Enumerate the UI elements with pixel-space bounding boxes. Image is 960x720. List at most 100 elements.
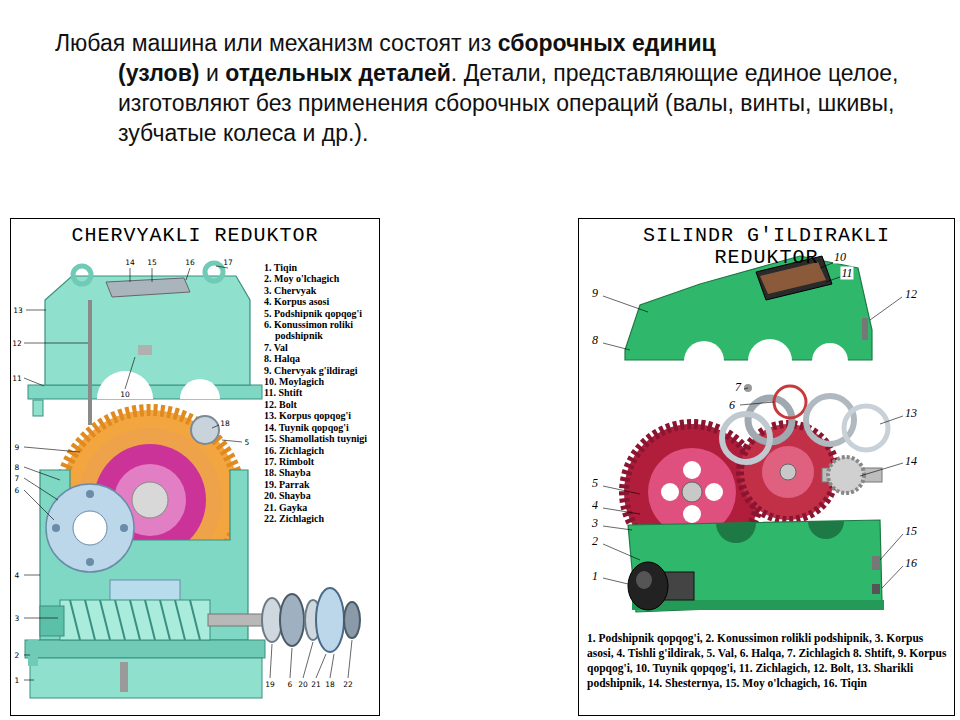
worm-reducer-cover	[97, 371, 153, 399]
parts-list-item: 4. Korpus asosi	[264, 296, 376, 307]
worm-bearings	[280, 594, 304, 646]
callout-number: 15	[904, 525, 918, 538]
callout-number: 8	[591, 334, 599, 347]
gear-reducer-cover	[625, 256, 872, 361]
parts-list-item: 10. Moylagich	[264, 376, 376, 387]
leader-lines	[212, 425, 219, 428]
gears	[683, 461, 701, 479]
gears	[828, 457, 864, 493]
bearings	[744, 384, 752, 392]
callout-number: 4	[591, 499, 599, 512]
callout-number: 11	[840, 267, 853, 280]
worm-reducer-base	[120, 524, 128, 532]
parts-list-item: 16. Zichlagich	[264, 445, 376, 456]
leader-lines	[290, 648, 292, 678]
worm-reducer-cover	[180, 379, 220, 399]
callout-number: 10	[120, 390, 130, 399]
worm-reducer-base	[52, 524, 60, 532]
callout-number: 22	[343, 680, 353, 689]
leader-lines	[603, 343, 630, 350]
bearings	[722, 414, 770, 462]
callout-number: 20	[298, 680, 308, 689]
callout-number: 18	[220, 419, 230, 428]
worm-reducer-cover	[205, 263, 223, 281]
leader-lines	[603, 526, 632, 530]
callout-number: 13	[904, 407, 918, 420]
parts-list-item: 20. Shayba	[264, 490, 376, 501]
callout-number: 16	[904, 557, 918, 570]
reducer-panel: CHERVYAKLI REDUKTOR	[10, 218, 380, 716]
gear-reducer-base	[628, 562, 668, 610]
parts-list-item: 7. Val	[264, 342, 376, 353]
leader-lines	[603, 262, 903, 588]
leader-lines	[125, 357, 135, 389]
callout-number: 2	[591, 535, 599, 548]
gears	[661, 483, 679, 501]
gear-reducer-base	[808, 521, 844, 539]
intro-text: отдельных деталей	[225, 60, 451, 86]
callout-number: 6	[288, 680, 293, 689]
parts-list-item: 22. Zichlagich	[264, 513, 376, 524]
worm-reducer-base	[30, 658, 262, 698]
gears	[682, 482, 702, 502]
worm-reducer-cover	[88, 300, 92, 425]
callout-number: 18	[325, 680, 335, 689]
leader-lines	[316, 654, 326, 678]
leader-lines	[152, 268, 153, 282]
leader-lines	[24, 655, 30, 656]
leader-lines	[603, 578, 628, 584]
worm-gear	[191, 416, 219, 444]
parts-list-item: 5. Podshipnik qopqog'i	[264, 308, 376, 319]
leader-lines	[870, 297, 902, 320]
parts-list-item: 8. Halqa	[264, 353, 376, 364]
callout-number: 4	[15, 571, 20, 580]
callout-number: 5	[591, 477, 599, 490]
callout-number: 7	[15, 474, 20, 483]
leader-lines	[24, 467, 60, 480]
worm-reducer-cover	[138, 345, 152, 355]
worm-reducer-cover	[73, 266, 91, 284]
worm-reducer-base	[25, 470, 265, 698]
parts-list-item: 2. Moy o'lchagich	[264, 273, 376, 284]
leader-lines	[603, 296, 648, 312]
intro-text: и	[206, 60, 219, 86]
leader-lines	[24, 680, 34, 681]
worm-bearings	[316, 588, 344, 652]
leader-lines	[186, 268, 190, 280]
leader-lines	[603, 508, 640, 514]
gears	[762, 446, 814, 498]
gear-reducer-base	[636, 571, 652, 589]
callout-number: 10	[833, 251, 847, 264]
callout-number: 3	[591, 517, 599, 530]
leader-lines	[24, 575, 40, 576]
leader-lines	[603, 544, 640, 560]
parts-list-item: 15. Shamollatish tuynigi	[264, 433, 376, 444]
leader-lines	[826, 277, 840, 282]
leader-lines	[24, 343, 88, 344]
leader-lines	[744, 388, 748, 389]
parts-list-item: 17. Rimbolt	[264, 456, 376, 467]
bearings	[844, 406, 888, 450]
bearings	[774, 386, 806, 418]
parts-list: 1. Tiqin2. Moy o'lchagich3. Chervyak4. K…	[264, 262, 376, 524]
leader-lines	[603, 486, 640, 494]
parts-list-item: 14. Tuynik qopqog'i	[264, 422, 376, 433]
leader-lines	[130, 268, 131, 282]
panel-title: CHERVYAKLI REDUKTOR	[45, 225, 345, 247]
leader-lines	[860, 463, 903, 476]
gears	[780, 464, 796, 480]
parts-list-item: 21. Gayka	[264, 502, 376, 513]
worm-gear	[132, 482, 168, 518]
leader-lines	[26, 310, 46, 311]
leader-lines	[24, 378, 44, 386]
callout-number: 7	[734, 381, 742, 394]
callout-number: 2	[15, 651, 20, 660]
callout-number: 9	[591, 287, 599, 300]
callout-number: 15	[147, 258, 157, 267]
worm-shaft	[28, 600, 278, 692]
callout-number: 6	[728, 399, 736, 412]
leader-lines	[882, 566, 903, 588]
intro-paragraph: Любая машина или механизм состоят изсбор…	[55, 28, 923, 148]
callout-number: 3	[15, 614, 20, 623]
callout-number: 13	[13, 306, 23, 315]
